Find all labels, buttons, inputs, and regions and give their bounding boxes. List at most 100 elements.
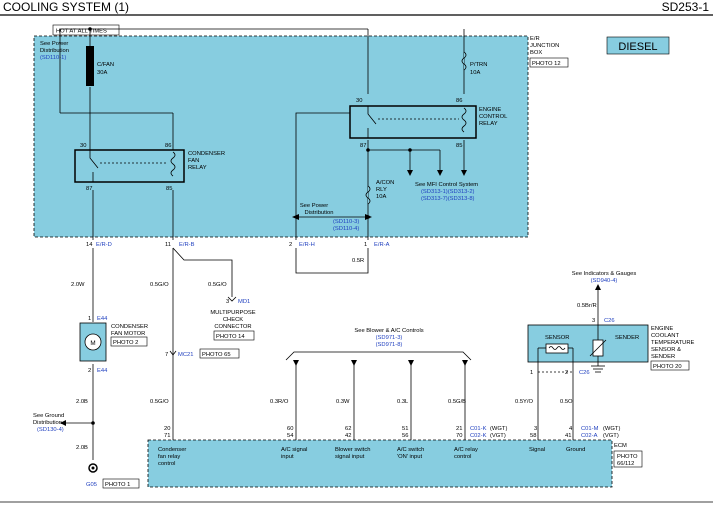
fan-motor-label-1: CONDENSER: [111, 324, 148, 330]
ecm-pin-d1: 51: [402, 426, 408, 432]
acon-fuse-name-1: A/CON: [376, 180, 394, 186]
md1-connector-mark: [227, 296, 237, 302]
indicators-label: See Indicators & Gauges: [572, 271, 637, 277]
wire-w3: 0.5G/O: [208, 282, 227, 288]
mfi-ref-1: (SD313-1)(SD313-2): [421, 189, 475, 195]
ecm-label-e1: A/C relay: [454, 447, 478, 453]
ecm-pin-c1: 62: [345, 426, 351, 432]
cond-relay-pin-87: 87: [86, 186, 92, 192]
page-title: COOLING SYSTEM (1): [3, 0, 129, 14]
wire-w7: 0.5G/O: [150, 399, 169, 405]
ground-dist-1: See Ground: [33, 413, 64, 419]
sensor-name-2: COOLANT: [651, 333, 679, 339]
junction-wiring: [59, 28, 465, 240]
ground-dist-ref: (SD130-4): [37, 427, 64, 433]
sensor-photo: PHOTO 20: [653, 364, 682, 370]
power-dist-top-ref: (SD110-1): [40, 55, 66, 61]
erd-pin: 14: [86, 242, 93, 248]
erd-name: E/R-D: [96, 242, 112, 248]
acon-fuse: [365, 185, 371, 205]
coolant-sensor-body: [527, 324, 649, 363]
power-dist-mid-1: See Power: [300, 203, 328, 209]
cond-relay-label-3: RELAY: [188, 165, 207, 171]
indicators-ref: (SD940-4): [591, 278, 618, 284]
ecm-var-g1: (WGT): [603, 426, 620, 432]
condenser-relay-internals: [89, 150, 176, 182]
ecm-photo-2: 66/112: [617, 461, 634, 467]
check-conn-label-3: CONNECTOR: [214, 324, 251, 330]
sensor-name-3: TEMPERATURE: [651, 340, 695, 346]
junction-label-2: JUNCTION: [530, 43, 559, 49]
power-dist-top-2: Distribution: [40, 48, 69, 54]
fan-motor-photo: PHOTO 2: [113, 340, 138, 346]
ecm-label-c2: signal input: [335, 454, 365, 460]
ecm-label-d1: A/C switch: [397, 447, 424, 453]
erh-name: E/R-H: [299, 242, 315, 248]
acon-fuse-name-2: RLY: [376, 187, 387, 193]
cond-relay-label-1: CONDENSER: [188, 151, 225, 157]
cfan-fuse: [86, 46, 94, 86]
wire-w13: 0.5Y/O: [515, 399, 534, 405]
ecm-pin-a2: 71: [164, 433, 170, 439]
ecm-pin-f1: 3: [534, 426, 537, 432]
engine-control-relay: [349, 105, 477, 139]
fan-motor-photo-frame: [110, 336, 148, 347]
ecm-conn-e1: C01-K: [470, 426, 487, 432]
eng-relay-pin-86: 86: [456, 98, 462, 104]
fan-motor-m: M: [90, 340, 95, 347]
wire-w8: 0.3R/O: [270, 399, 289, 405]
ecm-pin-e1: 21: [456, 426, 462, 432]
fan-motor-symbol: [84, 333, 102, 351]
ecm-pin-a1: 20: [164, 426, 170, 432]
page-code: SD253-1: [662, 0, 710, 14]
sensor-name-1: ENGINE: [651, 326, 673, 332]
junction-photo: PHOTO 12: [532, 61, 561, 67]
ecm-label-a2: fan relay: [158, 454, 180, 460]
fan-motor-label-2: FAN MOTOR: [111, 331, 145, 337]
ecm-pin-b2: 54: [287, 433, 294, 439]
erh-pin: 2: [289, 242, 292, 248]
mc21-pin: 7: [165, 352, 168, 358]
power-dist-mid-ref-2: (SD110-4): [333, 226, 359, 232]
ground-dist-2: Distribution: [33, 420, 62, 426]
diesel-badge: DIESEL: [618, 41, 657, 53]
ptrn-fuse: [461, 51, 467, 71]
junction-dots: [88, 27, 412, 219]
wire-w11: 0.5G/B: [448, 399, 466, 405]
fan-motor-conn-1: E44: [97, 316, 108, 322]
ecm-conn-e2: C02-K: [470, 433, 487, 439]
ecm-pin-f2: 58: [530, 433, 536, 439]
cond-relay-pin-85: 85: [166, 186, 172, 192]
ecm-body: [147, 439, 613, 488]
ecm-label-a1: Condenser: [158, 447, 186, 453]
wire-w1: 2.0W: [71, 282, 85, 288]
sensor-name-4: SENSOR &: [651, 347, 681, 353]
ecm-pin-b1: 60: [287, 426, 293, 432]
ecm-label-e2: control: [454, 454, 471, 460]
ecm-label-b1: A/C signal: [281, 447, 307, 453]
check-conn-label-2: CHECK: [223, 317, 243, 323]
fan-motor-conn-2: E44: [97, 368, 108, 374]
ecm-pin-c2: 42: [345, 433, 351, 439]
sensor-pin-3: 3: [592, 318, 595, 324]
power-dist-mid-ref-1: (SD110-3): [333, 219, 359, 225]
cond-relay-label-2: FAN: [188, 158, 199, 164]
external-arrows: [60, 284, 601, 426]
sensor-pin-1: 1: [530, 370, 533, 376]
eng-relay-label-2: CONTROL: [479, 114, 508, 120]
ecm-pin-g1: 4: [569, 426, 573, 432]
blower-label: See Blower & A/C Controls: [354, 328, 423, 334]
sensor-pin-2: 2: [565, 370, 568, 376]
ecm-conn-g2: C02-A: [581, 433, 598, 439]
wire-w10: 0.3L: [397, 399, 409, 405]
check-conn-label-1: MULTIPURPOSE: [210, 310, 255, 316]
cond-relay-pin-30: 30: [80, 143, 86, 149]
era-name: E/R-A: [374, 242, 390, 248]
ecm-label-g: Ground: [566, 447, 585, 453]
ecm-var-g2: (VGT): [603, 433, 619, 439]
eng-relay-pin-87: 87: [360, 143, 366, 149]
ground-photo-frame: [102, 478, 140, 489]
wire-w14: 0.5O: [560, 399, 573, 405]
wire-w9: 0.3W: [336, 399, 350, 405]
wire-w6: 2.0B: [76, 445, 88, 451]
